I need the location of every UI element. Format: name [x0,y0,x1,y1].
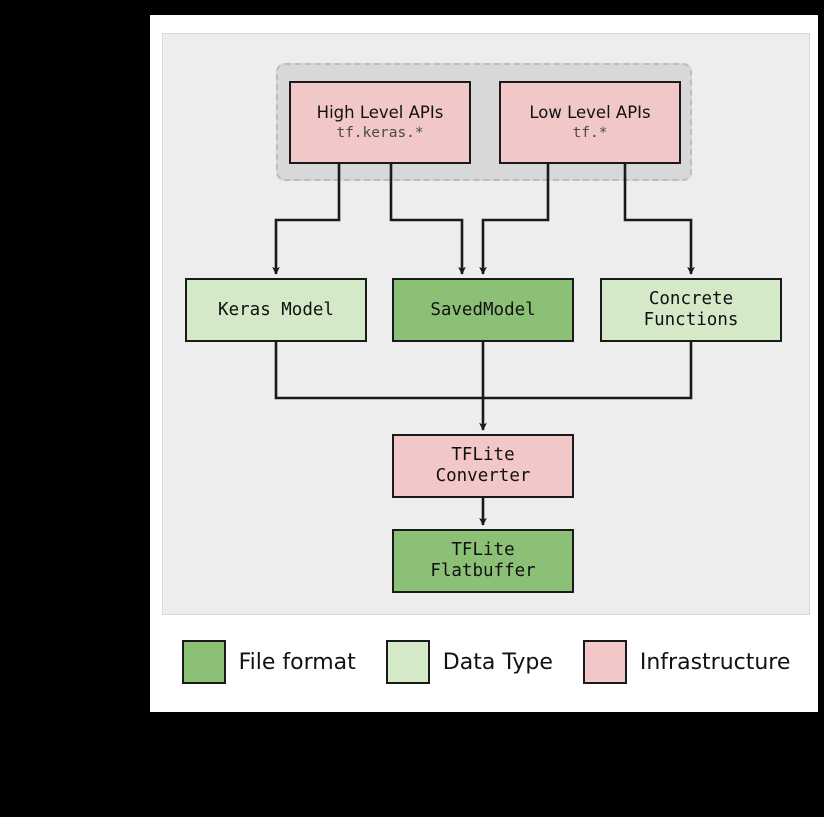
node-title: Low Level APIs [529,102,651,122]
node-tflite-flatbuffer[interactable]: TFLite Flatbuffer [392,529,574,593]
node-title-line-2: Converter [435,466,531,486]
node-keras-model[interactable]: Keras Model [185,278,367,342]
legend-label-infrastructure: Infrastructure [639,649,791,675]
node-subtitle: tf.* [572,125,608,142]
node-subtitle: tf.keras.* [336,125,424,142]
node-title-line-2: Functions [643,310,739,330]
legend-swatch-file-format [181,640,226,684]
legend: File format Data Type Infrastructure [162,627,810,697]
legend-entry-file-format: File format [181,640,356,684]
node-title-line-1: TFLite [451,540,515,561]
node-concrete-functions[interactable]: Concrete Functions [600,278,782,342]
node-tflite-converter[interactable]: TFLite Converter [392,434,574,498]
legend-entry-infrastructure: Infrastructure [582,640,791,684]
node-title: Keras Model [218,299,334,320]
legend-label-data-type: Data Type [442,649,553,675]
node-savedmodel[interactable]: SavedModel [392,278,574,342]
node-title-line-1: Concrete [648,289,734,310]
node-high-level-apis[interactable]: High Level APIs tf.keras.* [289,81,471,164]
legend-swatch-data-type [385,640,430,684]
node-low-level-apis[interactable]: Low Level APIs tf.* [499,81,681,164]
figure-page: High Level APIs tf.keras.* Low Level API… [150,15,818,712]
legend-label-file-format: File format [238,649,356,675]
legend-swatch-infrastructure [582,640,627,684]
diagram-panel: High Level APIs tf.keras.* Low Level API… [162,33,810,615]
node-title-line-1: TFLite [451,445,515,466]
node-title: High Level APIs [316,102,444,122]
legend-entry-data-type: Data Type [385,640,553,684]
node-title: SavedModel [430,299,536,320]
node-title-line-2: Flatbuffer [430,561,536,581]
